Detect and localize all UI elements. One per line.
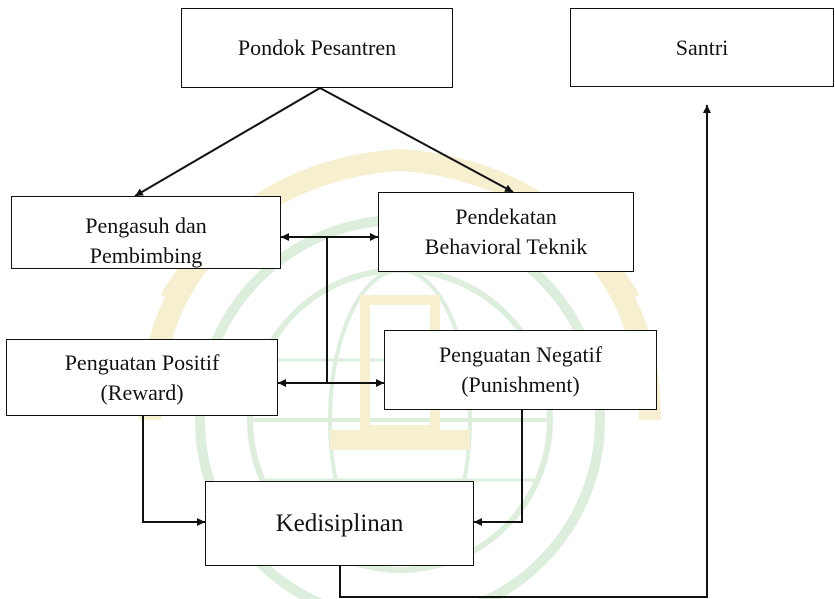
node-pondok-pesantren: Pondok Pesantren — [181, 8, 453, 88]
node-pendekatan-behavioral-teknik: Pendekatan Behavioral Teknik — [378, 192, 634, 272]
node-kedisiplinan: Kedisiplinan — [205, 481, 474, 566]
node-kedisiplinan-label: Kedisiplinan — [275, 509, 404, 537]
arrow-negatif-to-kedisiplinan — [474, 410, 523, 526]
node-penguatan-negatif-label: Penguatan Negatif (Punishment) — [438, 342, 603, 397]
node-pengasuh-dan-pembimbing: Pengasuh dan Pembimbing — [11, 196, 281, 269]
node-pengasuh-label: Pengasuh dan Pembimbing — [85, 213, 207, 268]
node-penguatan-negatif: Penguatan Negatif (Punishment) — [384, 330, 657, 410]
node-pondok-pesantren-label: Pondok Pesantren — [237, 35, 397, 61]
node-penguatan-positif-label: Penguatan Positif (Reward) — [64, 349, 220, 405]
arrow-positif-to-kedisiplinan — [142, 408, 205, 526]
arrow-kedisiplinan-to-santri — [339, 105, 711, 598]
node-santri-label: Santri — [675, 34, 729, 60]
node-penguatan-positif: Penguatan Positif (Reward) — [6, 339, 278, 416]
arrow-pondok-to-pengasuh — [134, 87, 321, 197]
arrow-pondok-to-pendekatan — [319, 87, 514, 193]
node-santri: Santri — [570, 8, 834, 87]
node-pendekatan-label: Pendekatan Behavioral Teknik — [424, 204, 588, 259]
